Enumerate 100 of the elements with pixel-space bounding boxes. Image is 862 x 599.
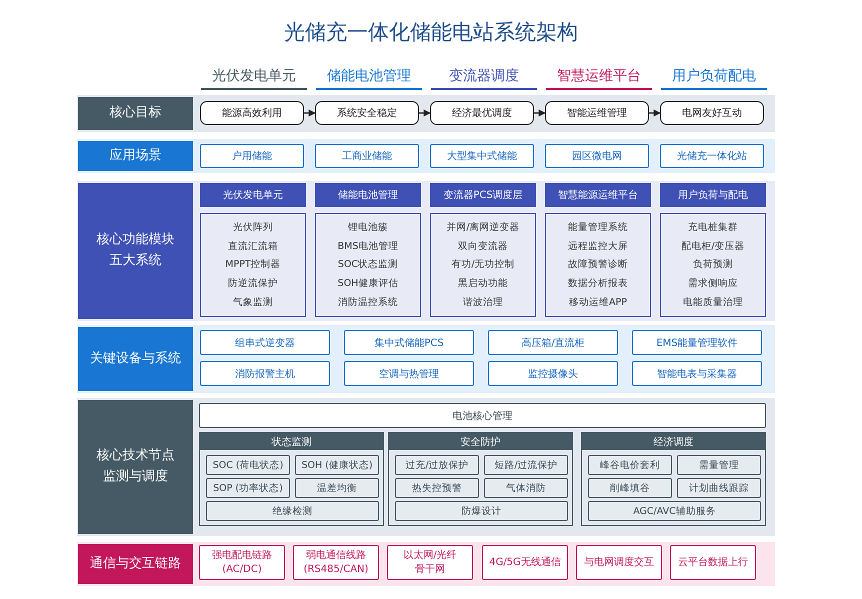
goal-box: 智能运维管理 xyxy=(545,101,649,125)
module-item: 光伏阵列 xyxy=(233,220,273,234)
item-box: SOC (荷电状态) xyxy=(206,455,290,475)
item-box: 短路/过流保护 xyxy=(484,455,568,475)
module-list xyxy=(315,213,421,317)
item-box: 过充/过放保护 xyxy=(395,455,479,475)
item-box: SOP (功率状态) xyxy=(206,478,290,498)
link-box: 强电配电链路(AC/DC) xyxy=(199,545,285,580)
device-box: 空调与热管理 xyxy=(344,361,474,386)
row-band xyxy=(77,95,775,132)
row-title: 核心技术节点监测与调度 xyxy=(78,400,193,534)
goal-box: 电网友好互动 xyxy=(660,101,764,125)
device-box: EMS能量管理软件 xyxy=(632,330,762,355)
group-frame xyxy=(581,432,766,526)
item-box: 峰谷电价套利 xyxy=(588,455,672,475)
module-item: 远程监控大屏 xyxy=(568,240,628,253)
module-item: 消防温控系统 xyxy=(338,296,398,310)
group-header: 安全防护 xyxy=(389,433,572,450)
link-box: 以太网/光纤骨干网 xyxy=(387,545,473,580)
item-box: 气体消防 xyxy=(484,478,568,498)
row-title: 核心功能模块五大系统 xyxy=(78,183,193,319)
module-item: 负荷预测 xyxy=(693,258,733,272)
module-item: 黑启动功能 xyxy=(458,277,508,290)
column-heading: 智慧运维平台 xyxy=(546,64,652,90)
module-item: 防逆流保护 xyxy=(228,277,278,290)
module-item: 配电柜/变压器 xyxy=(681,240,745,253)
scenario-box: 户用储能 xyxy=(200,144,304,168)
item-box: SOH (健康状态) xyxy=(295,455,379,475)
goal-box: 经济最优调度 xyxy=(430,101,534,125)
module-header: 变流器PCS调度层 xyxy=(430,183,536,207)
arrow xyxy=(419,110,431,116)
module-list xyxy=(660,213,766,317)
device-box: 消防报警主机 xyxy=(200,361,330,386)
item-box: 温差均衡 xyxy=(295,478,379,498)
item-box: 防爆设计 xyxy=(395,501,568,521)
link-box: 弱电通信线路(RS485/CAN) xyxy=(293,545,379,580)
arrow xyxy=(534,110,546,116)
module-item: 直流汇流箱 xyxy=(228,240,278,253)
item-box: 削峰填谷 xyxy=(588,478,672,498)
module-item: 数据分析报表 xyxy=(568,277,628,290)
module-item: 双向变流器 xyxy=(458,240,508,253)
group-frame xyxy=(199,432,384,526)
item-box: 计划曲线跟踪 xyxy=(677,478,761,498)
module-item: 能量管理系统 xyxy=(568,220,628,234)
row-title: 通信与交互链路 xyxy=(78,544,193,584)
column-heading: 用户负荷配电 xyxy=(661,64,767,90)
module-item: SOC状态监测 xyxy=(338,258,398,272)
item-box: AGC/AVC辅助服务 xyxy=(588,501,761,521)
device-box: 监控摄像头 xyxy=(488,361,618,386)
module-item: 故障预警诊断 xyxy=(568,258,628,272)
module-list xyxy=(545,213,651,317)
module-item: 移动运维APP xyxy=(569,296,627,310)
column-heading: 光伏发电单元 xyxy=(201,64,307,90)
module-item: 充电桩集群 xyxy=(688,220,738,234)
group-frame xyxy=(388,432,573,526)
goal-box: 系统安全稳定 xyxy=(315,101,419,125)
module-item: 需求侧响应 xyxy=(688,277,738,290)
title: 光储充一体化储能电站系统架构 xyxy=(284,19,578,46)
scenario-box: 园区微电网 xyxy=(545,144,649,168)
module-header: 储能电池管理 xyxy=(315,183,421,207)
item-box: 热失控预警 xyxy=(395,478,479,498)
scenario-box: 工商业储能 xyxy=(315,144,419,168)
link-box: 与电网调度交互 xyxy=(576,545,662,580)
module-list xyxy=(430,213,536,317)
device-box: 组串式逆变器 xyxy=(200,330,330,355)
row-title: 核心目标 xyxy=(78,97,193,130)
item-box: 需量管理 xyxy=(677,455,761,475)
device-box: 集中式储能PCS xyxy=(344,330,474,355)
module-item: 锂电池簇 xyxy=(348,220,388,234)
group-header: 经济调度 xyxy=(582,433,765,450)
row-band xyxy=(77,542,775,586)
row-band xyxy=(77,398,775,536)
device-box: 智能电表与采集器 xyxy=(632,361,762,386)
item-box: 绝缘检测 xyxy=(206,501,379,521)
column-heading: 储能电池管理 xyxy=(316,64,422,90)
module-item: 电能质量治理 xyxy=(683,296,743,310)
module-item: MPPT控制器 xyxy=(225,258,281,272)
row-band xyxy=(77,181,775,321)
module-item: 并网/离网逆变器 xyxy=(446,220,520,234)
row-band xyxy=(77,325,775,393)
arrow xyxy=(649,110,661,116)
module-item: 气象监测 xyxy=(233,296,273,310)
arrow xyxy=(304,110,316,116)
module-item: 有功/无功控制 xyxy=(451,258,515,272)
column-heading: 变流器调度 xyxy=(431,64,537,90)
scenario-box: 大型集中式储能 xyxy=(430,144,534,168)
device-box: 高压箱/直流柜 xyxy=(488,330,618,355)
link-box: 4G/5G无线通信 xyxy=(482,545,568,580)
module-item: SOH健康评估 xyxy=(338,277,398,290)
row-title: 关键设备与系统 xyxy=(78,327,193,391)
core-box: 电池核心管理 xyxy=(199,403,766,428)
scenario-box: 光储充一体化站 xyxy=(660,144,764,168)
goal-box: 能源高效利用 xyxy=(200,101,304,125)
module-item: BMS电池管理 xyxy=(338,240,398,253)
group-header: 状态监测 xyxy=(200,433,383,450)
module-header: 智慧能源运维平台 xyxy=(545,183,651,207)
row-title: 应用场景 xyxy=(78,141,193,171)
module-list xyxy=(200,213,306,317)
module-header: 用户负荷与配电 xyxy=(660,183,766,207)
module-header: 光伏发电单元 xyxy=(200,183,306,207)
